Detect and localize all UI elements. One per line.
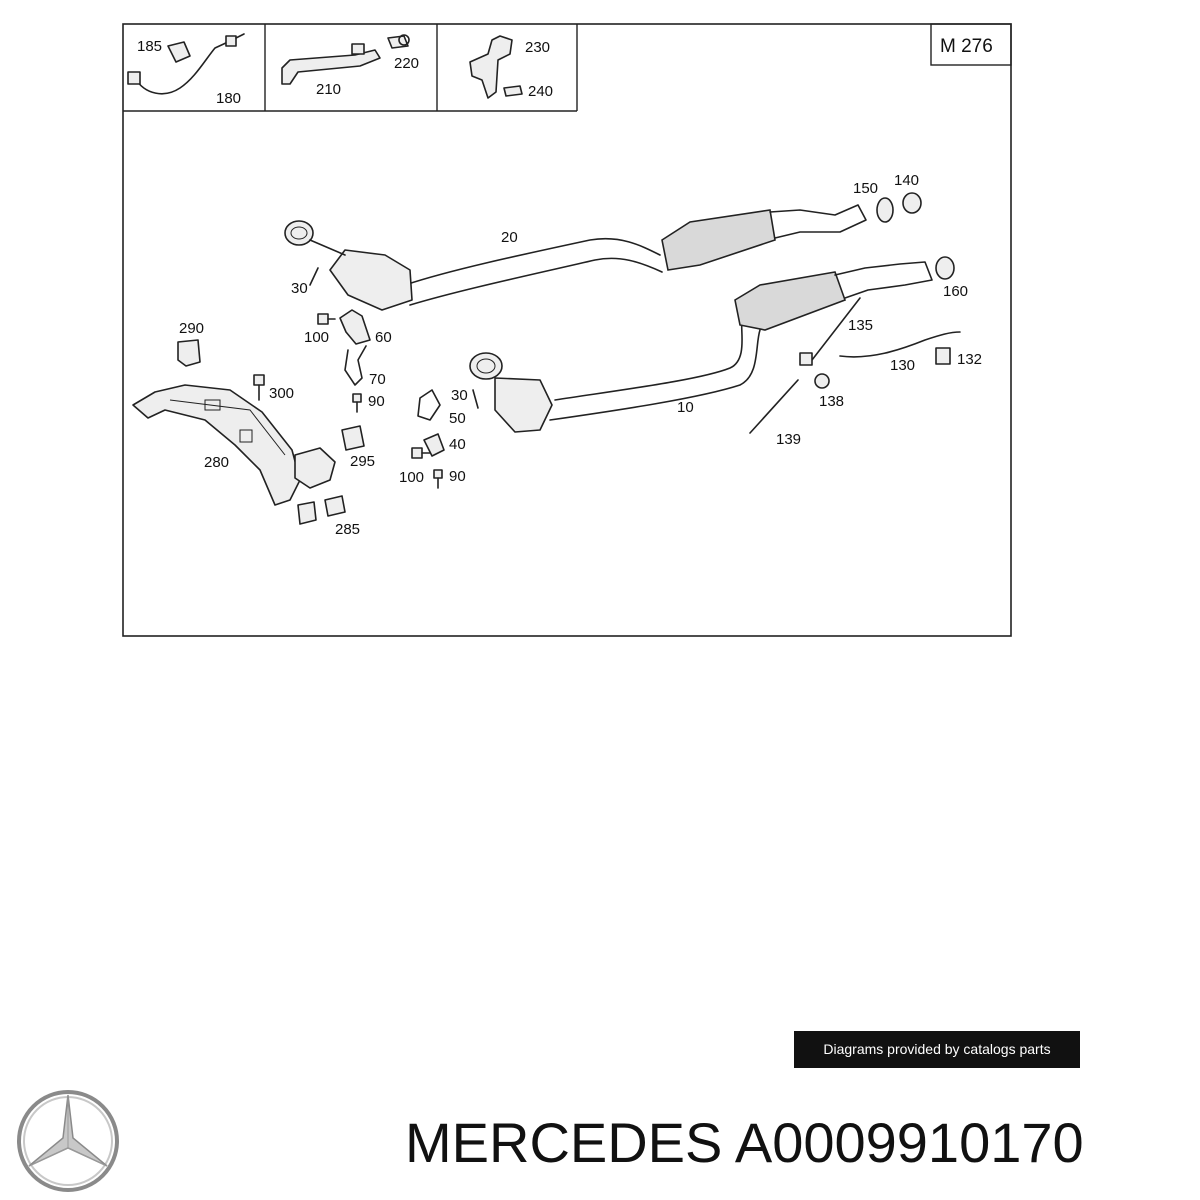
bracket-50: [417, 389, 441, 421]
label-135: 135: [848, 317, 873, 334]
bracket-40: [423, 433, 445, 457]
pin-30-lower: [472, 389, 479, 409]
temperature-sensor-135: [799, 297, 861, 366]
label-300: 300: [269, 385, 294, 402]
brand-title: MERCEDES A0009910170: [405, 1111, 1084, 1174]
bracket-60: [339, 309, 371, 345]
label-40: 40: [449, 436, 466, 453]
label-295: 295: [350, 453, 375, 470]
label-90-upper: 90: [368, 393, 385, 410]
exhaust-pipe-20: [284, 204, 867, 311]
label-70: 70: [369, 371, 386, 388]
bolt-300: [253, 374, 265, 401]
mercedes-star-icon: [17, 1090, 119, 1192]
credit-banner: Diagrams provided by catalogs parts: [794, 1031, 1080, 1068]
label-240: 240: [528, 83, 553, 100]
label-100-upper: 100: [304, 329, 329, 346]
label-20: 20: [501, 229, 518, 246]
label-60: 60: [375, 329, 392, 346]
connector-132: [935, 347, 951, 365]
label-139: 139: [776, 431, 801, 448]
part-labels: 185 180 220 210 230 240 150 140 20 30 16…: [137, 38, 982, 538]
bolt-90-upper: [352, 393, 362, 413]
crossmember-280: [132, 384, 301, 506]
clamp-160: [935, 256, 955, 280]
label-138: 138: [819, 393, 844, 410]
hanger-assembly: [294, 447, 336, 525]
label-160: 160: [943, 283, 968, 300]
bracket-290: [177, 339, 201, 367]
hanger-295: [341, 425, 365, 451]
bracket-70: [344, 345, 367, 386]
clamp-150: [876, 197, 894, 223]
clamp-140: [902, 192, 922, 214]
label-180: 180: [216, 90, 241, 107]
label-220: 220: [394, 55, 419, 72]
bolt-90-lower: [433, 469, 443, 489]
label-185: 185: [137, 38, 162, 55]
label-210: 210: [316, 81, 341, 98]
probe-139: [749, 379, 799, 434]
model-code: M 276: [940, 36, 993, 57]
oxygen-sensor-icon: [127, 33, 245, 95]
label-132: 132: [957, 351, 982, 368]
label-50: 50: [449, 410, 466, 427]
label-10: 10: [677, 399, 694, 416]
label-90-lower: 90: [449, 468, 466, 485]
label-230: 230: [525, 39, 550, 56]
label-285: 285: [335, 521, 360, 538]
label-140: 140: [894, 172, 919, 189]
pin-30-upper: [309, 267, 319, 286]
bolt-100-upper: [317, 313, 336, 325]
label-30-lower: 30: [451, 387, 468, 404]
rubber-mount-285: [324, 495, 346, 517]
bracket-210-icon: [281, 34, 410, 85]
exhaust-pipe-10: [469, 261, 933, 433]
label-280: 280: [204, 454, 229, 471]
label-100-lower: 100: [399, 469, 424, 486]
bracket-230-icon: [469, 35, 523, 99]
diagram-frame: [122, 23, 1012, 637]
sensor-cable-130: [839, 331, 961, 358]
label-130: 130: [890, 357, 915, 374]
bolt-100-lower: [411, 447, 431, 459]
grommet-138: [814, 373, 830, 389]
label-30-upper: 30: [291, 280, 308, 297]
label-150: 150: [853, 180, 878, 197]
inset-boxes: [123, 23, 1012, 112]
label-290: 290: [179, 320, 204, 337]
